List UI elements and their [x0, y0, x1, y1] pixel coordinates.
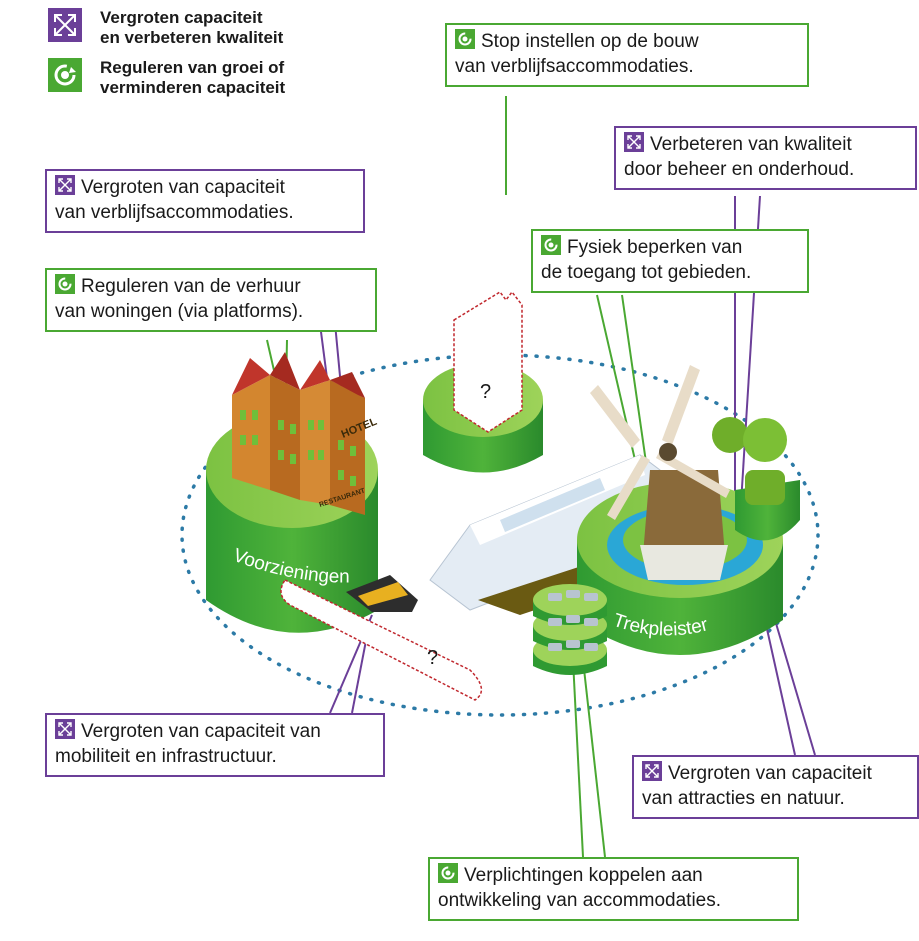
callout-stop-building: Stop instellen op de bouw van verblijfsa… — [445, 23, 809, 87]
legend-increase: Vergroten capaciteit en verbeteren kwali… — [48, 8, 285, 48]
legend-regulate-text: Reguleren van groei of verminderen capac… — [100, 58, 286, 97]
question-mark-bottom: ? — [427, 647, 439, 669]
callout-regulate-rental: Reguleren van de verhuur van woningen (v… — [45, 268, 377, 332]
question-mark-top: ? — [480, 381, 492, 403]
cycle-icon — [48, 58, 82, 92]
windmill — [590, 365, 730, 580]
expand-icon — [48, 8, 82, 42]
expand-icon — [624, 132, 644, 152]
cycle-icon — [455, 29, 475, 49]
cruise-ship — [429, 454, 661, 615]
legend: Vergroten capaciteit en verbeteren kwali… — [48, 8, 285, 108]
cycle-icon — [438, 863, 458, 883]
unknown-building-outline — [453, 290, 523, 433]
expand-icon — [642, 761, 662, 781]
connector-obligations — [572, 659, 584, 858]
callout-mobility: Vergroten van capaciteit van mobiliteit … — [45, 713, 385, 777]
callout-limit-access: Fysiek beperken van de toegang tot gebie… — [531, 229, 809, 293]
connector-attractions — [764, 619, 796, 756]
callout-attractions: Vergroten van capaciteit van attracties … — [632, 755, 919, 819]
connector-attractions-b — [774, 619, 816, 756]
cycle-icon — [55, 274, 75, 294]
canal-houses: HOTEL RESTAURANT — [232, 352, 379, 515]
expand-icon — [55, 175, 75, 195]
legend-increase-text: Vergroten capaciteit en verbeteren kwali… — [100, 8, 284, 47]
unknown-road-outline — [280, 579, 483, 701]
trees-platform — [712, 417, 800, 541]
mobility-unknown — [280, 575, 483, 701]
callout-obligations: Verplichtingen koppelen aan ontwikkeling… — [428, 857, 799, 921]
connector-obligations-b — [582, 659, 606, 858]
callout-increase-accommodation: Vergroten van capaciteit van verblijfsac… — [45, 169, 365, 233]
expand-icon — [55, 719, 75, 739]
parking-stack — [533, 584, 607, 675]
callout-improve-quality: Verbeteren van kwaliteit door beheer en … — [614, 126, 917, 190]
building-stop-platform — [423, 290, 543, 473]
legend-regulate: Reguleren van groei of verminderen capac… — [48, 58, 285, 98]
region-boundary — [180, 353, 820, 717]
cycle-icon — [541, 235, 561, 255]
